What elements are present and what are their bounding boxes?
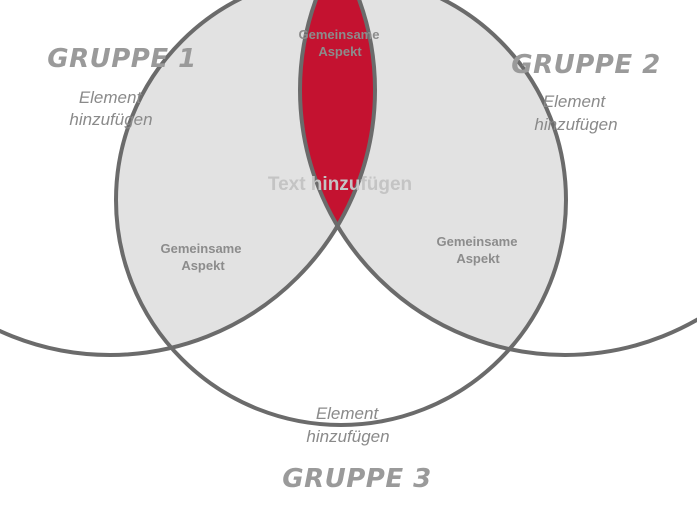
- group-1-element-line2: hinzufügen: [69, 110, 152, 129]
- group-2-element-line2: hinzufügen: [534, 115, 617, 134]
- overlap-top-line1: Gemeinsame: [299, 27, 380, 42]
- overlap-left-region: [116, 0, 375, 355]
- group-1-title: GRUPPE 1: [47, 44, 197, 74]
- overlap-left-line1: Gemeinsame: [161, 241, 242, 256]
- circle-group-3: [114, 0, 568, 427]
- circle-group-1: [0, 0, 377, 357]
- group-1-element-line1: Element: [79, 88, 143, 107]
- overlap-top-line2: Aspekt: [318, 44, 362, 59]
- center-label: Text hinzufügen: [268, 174, 412, 195]
- group-3-title: GRUPPE 3: [282, 464, 432, 494]
- circle-group-2: [298, 0, 697, 357]
- group-3-element-line2: hinzufügen: [306, 427, 389, 446]
- group-2-title: GRUPPE 2: [511, 50, 661, 80]
- group-3-element-line1: Element: [316, 404, 380, 423]
- overlap-left-line2: Aspekt: [181, 258, 225, 273]
- group-2-element-line1: Element: [543, 92, 607, 111]
- overlap-right-line2: Aspekt: [456, 251, 500, 266]
- overlap-right-line1: Gemeinsame: [437, 234, 518, 249]
